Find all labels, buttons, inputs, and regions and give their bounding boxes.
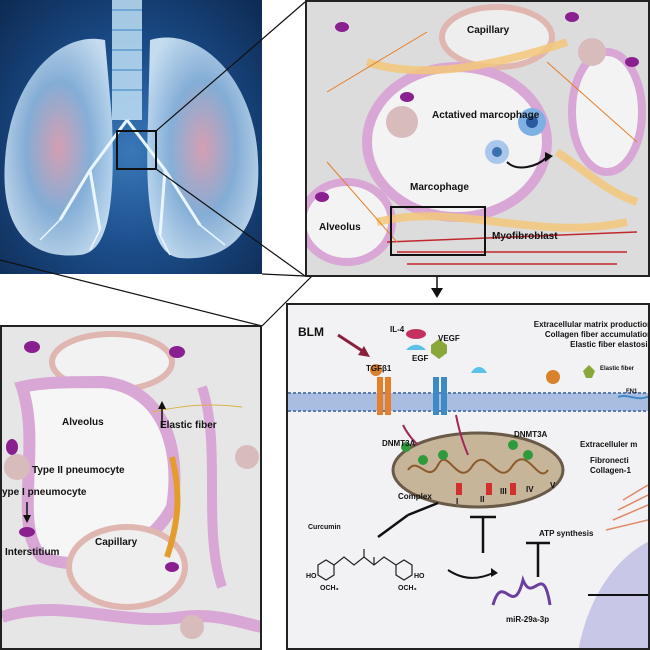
complex-label: Complex — [398, 492, 432, 501]
dnmt3a-right-label: DNMT3A — [514, 430, 548, 439]
complex-ii-label: II — [480, 495, 485, 504]
alveolus-label: Alveolus — [319, 222, 361, 233]
curcumin-molecule-icon — [317, 549, 413, 581]
complex-iii-label: III — [500, 487, 507, 496]
alveolus-detail-panel: Capillary Actatived marcophage Marcophag… — [305, 0, 650, 277]
interstitium-panel: Alveolus Elastic fiber Type II pneumocyt… — [0, 325, 262, 650]
ho-left-label: HO — [306, 573, 317, 580]
macrophage-label: Marcophage — [410, 182, 469, 193]
elastic-fiber-label: Elastic fiber — [600, 366, 635, 372]
ecm-line-3: Elastic fiber elastosis — [570, 340, 650, 349]
ecm-line-1: Extracellular matrix production — [533, 320, 650, 329]
egf-label: EGF — [412, 354, 429, 363]
complex-v-label: V — [550, 481, 556, 490]
alveolus-illustration — [307, 4, 646, 266]
capillary-label: Capillary — [467, 25, 510, 36]
lung-xray-panel — [0, 0, 262, 274]
mechanism-panel: BLM IL-4 VEGF EGF TGFβ1 Extracellular ma… — [286, 303, 650, 650]
complex-iv-label: IV — [526, 485, 534, 494]
fibronectin-label: Fibronecti — [590, 456, 629, 465]
type2-pneumocyte-label: Type II pneumocyte — [32, 465, 125, 476]
type1-pneumocyte-label: ype I pneumocyte — [2, 487, 87, 498]
dnmt3a-left-label: DNMT3A — [382, 439, 416, 448]
atp-synthesis-label: ATP synthesis — [539, 529, 594, 538]
bl-capillary-label: Capillary — [95, 537, 138, 548]
och3-left-label: OCH₃ — [320, 585, 339, 592]
fn1-label: FN1 — [626, 389, 638, 395]
bl-alveolus-label: Alveolus — [62, 417, 104, 428]
blm-label: BLM — [298, 325, 324, 339]
vegf-label: VEGF — [438, 334, 460, 343]
bl-elastic-fiber-label: Elastic fiber — [160, 420, 217, 431]
interstitium-label: Interstitium — [5, 547, 60, 558]
och3-right-label: OCH₃ — [398, 585, 417, 592]
mirna-icon — [491, 575, 552, 606]
mechanism-illustration — [288, 329, 648, 648]
activated-macrophage-label: Actatived marcophage — [432, 110, 540, 121]
curcumin-label: Curcumin — [308, 524, 341, 531]
lung-xray-icon — [4, 0, 259, 259]
mitochondrion-icon — [391, 431, 565, 509]
extracellular-label: Extracelluler m — [580, 440, 638, 449]
collagen1-label: Collagen-1 — [590, 466, 631, 475]
ecm-line-2: Collagen fiber accumulation — [544, 330, 650, 339]
ho-right-label: HO — [414, 573, 425, 580]
complex-i-label: I — [456, 497, 459, 506]
il4-label: IL-4 — [390, 325, 405, 334]
mirna-label: miR-29a-3p — [506, 615, 550, 624]
myofibroblast-label: Myofibroblast — [492, 231, 558, 242]
tgfb1-label: TGFβ1 — [366, 364, 392, 373]
interstitium-illustration — [2, 331, 260, 639]
